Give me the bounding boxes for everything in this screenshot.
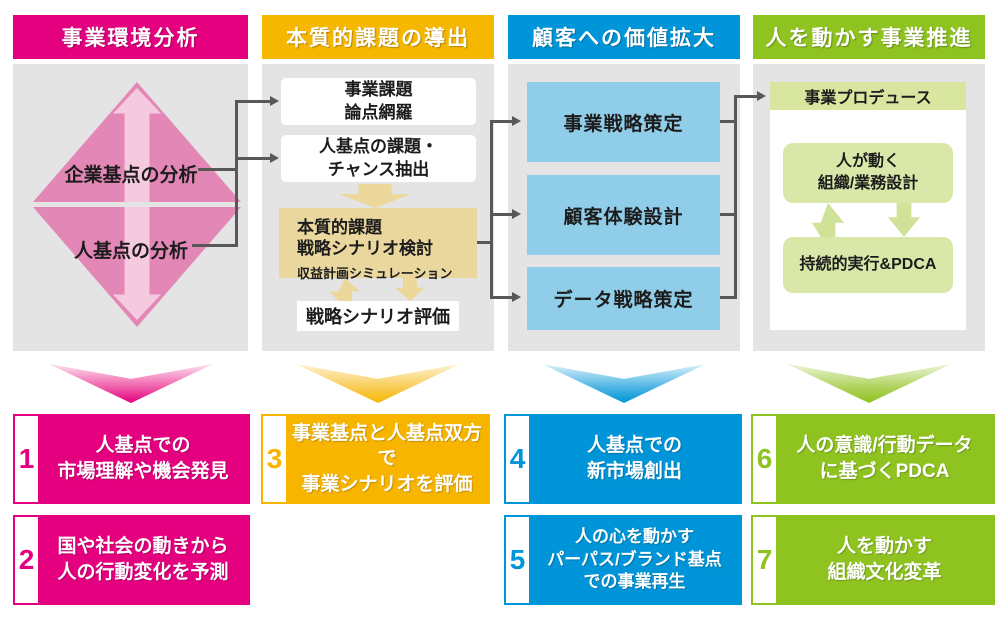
connector-line xyxy=(720,120,737,123)
outcome-text: 人の意識/行動データ に基づくPDCA xyxy=(776,416,993,502)
outcome-text: 人基点での 新市場創出 xyxy=(529,416,740,502)
connector-arrowhead-icon xyxy=(270,153,279,163)
outcome-box-5: 5 人の心を動かす パーパス/ブランド基点 での事業再生 xyxy=(504,515,742,605)
outcome-text: 人基点での 市場理解や機会発見 xyxy=(38,416,248,502)
connector-arrowhead-icon xyxy=(512,292,521,302)
column-header-issue-derivation: 本質的課題の導出 xyxy=(262,15,494,59)
chevron-down-icon xyxy=(49,364,213,403)
outcome-box-3: 3 事業基点と人基点双方で 事業シナリオを評価 xyxy=(261,414,490,504)
label-corporate-analysis: 企業基点の分析 xyxy=(64,165,198,186)
outcome-number: 2 xyxy=(15,517,38,603)
label-human-analysis: 人基点の分析 xyxy=(73,241,188,262)
connector-line xyxy=(235,157,271,160)
connector-line xyxy=(720,296,737,299)
box-essential-issues-sub: 収益計画シミュレーション xyxy=(297,265,453,281)
connector-line xyxy=(192,244,238,247)
box-business-issues: 事業課題 論点網羅 xyxy=(281,78,476,125)
box-essential-issues-title: 本質的課題 戦略シナリオ検討 xyxy=(297,218,433,259)
outcome-text: 人を動かす 組織文化変革 xyxy=(776,517,993,603)
outcome-number: 6 xyxy=(753,416,776,502)
connector-line xyxy=(490,120,513,123)
connector-arrowhead-icon xyxy=(270,96,279,106)
outcome-text: 国や社会の動きから 人の行動変化を予測 xyxy=(38,517,248,603)
chevron-down-icon xyxy=(542,364,706,403)
outcome-box-6: 6 人の意識/行動データ に基づくPDCA xyxy=(751,414,995,504)
outcome-number: 3 xyxy=(263,416,286,502)
outcome-number: 7 xyxy=(753,517,776,603)
connector-trunk xyxy=(235,100,238,247)
box-essential-issues: 本質的課題 戦略シナリオ検討 収益計画シミュレーション xyxy=(279,208,477,281)
bar-business-produce: 事業プロデュース xyxy=(770,82,966,110)
box-scenario-evaluation: 戦略シナリオ評価 xyxy=(297,301,459,331)
connector-line xyxy=(490,296,513,299)
outcome-number: 4 xyxy=(506,416,529,502)
connector-arrowhead-icon xyxy=(512,116,521,126)
column-header-value-expansion: 顧客への価値拡大 xyxy=(508,15,740,59)
box-pdca: 持続的実行&PDCA xyxy=(783,237,953,293)
outcome-text: 人の心を動かす パーパス/ブランド基点 での事業再生 xyxy=(529,517,740,603)
diamond-divider xyxy=(33,202,241,207)
column-header-environment-analysis: 事業環境分析 xyxy=(13,15,248,59)
outcome-box-2: 2 国や社会の動きから 人の行動変化を予測 xyxy=(13,515,250,605)
chevron-down-icon xyxy=(296,364,460,403)
outcome-number: 1 xyxy=(15,416,38,502)
connector-line xyxy=(477,241,493,244)
column-header-business-promotion: 人を動かす事業推進 xyxy=(753,15,985,59)
box-customer-experience: 顧客体験設計 xyxy=(527,175,720,255)
outcome-number: 5 xyxy=(506,517,529,603)
connector-arrowhead-icon xyxy=(757,91,766,101)
outcome-box-7: 7 人を動かす 組織文化変革 xyxy=(751,515,995,605)
outcome-box-4: 4 人基点での 新市場創出 xyxy=(504,414,742,504)
connector-line xyxy=(490,213,513,216)
connector-trunk xyxy=(734,95,737,299)
connector-line xyxy=(235,100,271,103)
box-org-design: 人が動く 組織/業務設計 xyxy=(783,143,953,203)
outcome-text: 事業基点と人基点双方で 事業シナリオを評価 xyxy=(286,416,488,502)
connector-trunk xyxy=(490,120,493,299)
outcome-box-1: 1 人基点での 市場理解や機会発見 xyxy=(13,414,250,504)
connector-line xyxy=(198,168,238,171)
box-human-issues: 人基点の課題・ チャンス抽出 xyxy=(281,135,476,182)
box-business-strategy: 事業戦略策定 xyxy=(527,82,720,162)
connector-arrowhead-icon xyxy=(512,209,521,219)
chevron-down-icon xyxy=(787,364,951,403)
connector-line xyxy=(734,95,758,98)
connector-line xyxy=(720,213,737,216)
box-data-strategy: データ戦略策定 xyxy=(527,267,720,330)
